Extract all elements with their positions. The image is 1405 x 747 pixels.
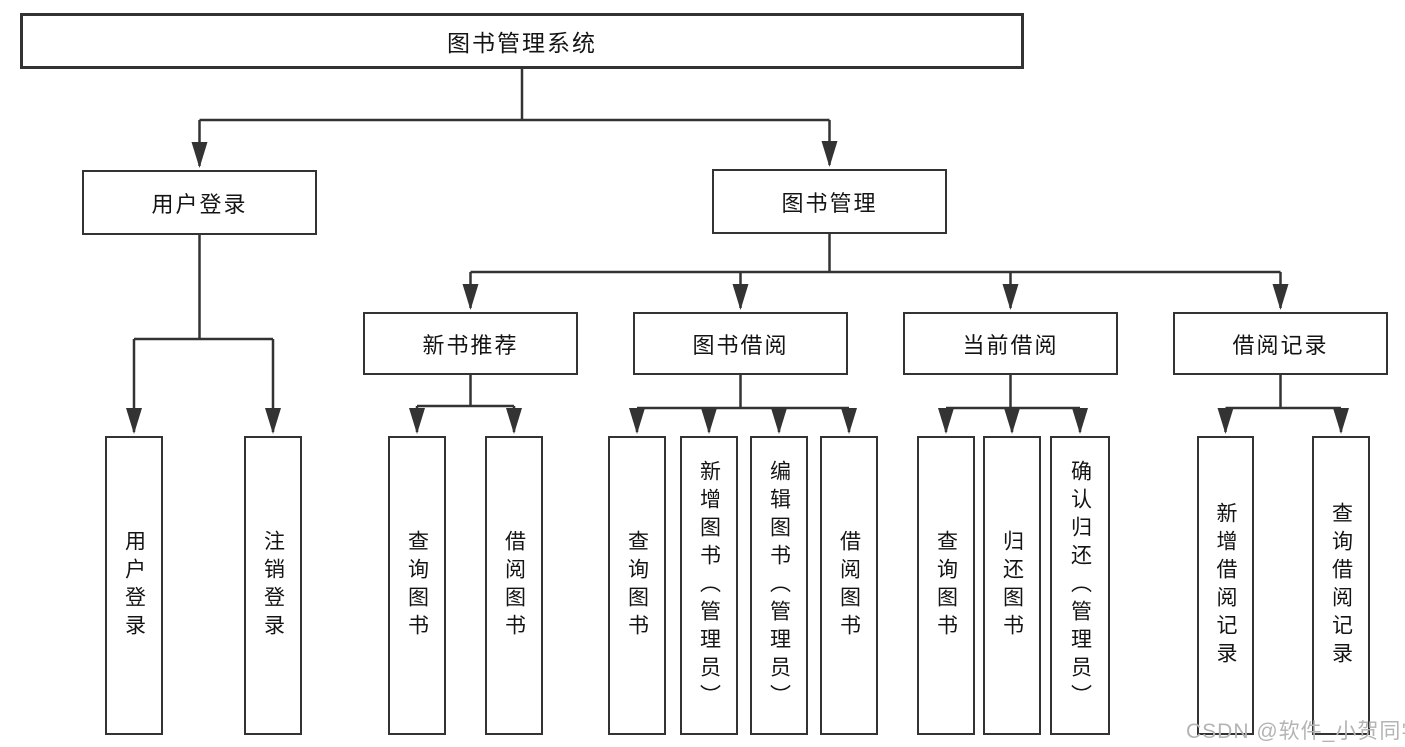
leaf-cb-confirm-return-admin: 确认归还（管理员） (1050, 436, 1110, 735)
node-book-management: 图书管理 (712, 169, 947, 234)
leaf-br-query-record-label: 查询借阅记录 (1329, 501, 1353, 670)
connector-borrow-records-to-leaves (1217, 375, 1349, 434)
leaf-bb-query-books: 查询图书 (608, 436, 666, 735)
leaf-cb-query-books-label: 查询图书 (934, 529, 958, 642)
node-new-book-recommend-label: 新书推荐 (422, 332, 519, 358)
node-root-label: 图书管理系统 (447, 30, 597, 56)
leaf-bb-query-books-label: 查询图书 (625, 529, 649, 642)
node-borrow-records-label: 借阅记录 (1232, 332, 1329, 358)
connector-current-borrow-to-leaves (938, 375, 1088, 434)
leaf-user-login-label: 用户登录 (122, 529, 146, 642)
leaf-cb-confirm-return-admin-label: 确认归还（管理员） (1068, 459, 1092, 712)
leaf-cb-return-books: 归还图书 (983, 436, 1041, 735)
leaf-logout-label: 注销登录 (261, 529, 285, 642)
leaf-cb-return-books-label: 归还图书 (1000, 529, 1024, 642)
leaf-bb-add-books-admin: 新增图书（管理员） (680, 436, 738, 735)
connector-book-management-to-level3 (462, 234, 1289, 310)
node-user-login-label: 用户登录 (151, 191, 248, 217)
leaf-bb-add-books-admin-label: 新增图书（管理员） (697, 459, 721, 712)
leaf-nb-borrow-books-label: 借阅图书 (502, 529, 526, 642)
leaf-br-add-record: 新增借阅记录 (1197, 436, 1254, 735)
node-borrow-records: 借阅记录 (1173, 312, 1388, 375)
connector-root-to-level2 (191, 69, 838, 168)
leaf-cb-query-books: 查询图书 (917, 436, 975, 735)
node-new-book-recommend: 新书推荐 (363, 312, 578, 375)
leaf-nb-borrow-books: 借阅图书 (485, 436, 543, 735)
node-current-borrow: 当前借阅 (903, 312, 1118, 375)
leaf-bb-borrow-books-label: 借阅图书 (837, 529, 861, 642)
leaf-bb-edit-books-admin-label: 编辑图书（管理员） (767, 459, 791, 712)
leaf-br-add-record-label: 新增借阅记录 (1214, 501, 1237, 670)
node-book-borrow-label: 图书借阅 (692, 332, 789, 358)
watermark-text: CSDN @软件_小贺同学 (1186, 720, 1405, 743)
leaf-user-login: 用户登录 (105, 436, 163, 735)
node-book-borrow: 图书借阅 (633, 312, 848, 375)
connector-book-borrow-to-leaves (629, 375, 857, 434)
node-user-login: 用户登录 (82, 170, 317, 235)
connector-new-book-recommend-to-leaves (409, 375, 522, 434)
leaf-nb-query-books: 查询图书 (388, 436, 446, 735)
node-root: 图书管理系统 (20, 13, 1024, 69)
node-book-management-label: 图书管理 (781, 190, 878, 216)
connector-user-login-to-leaves (126, 235, 281, 434)
leaf-bb-borrow-books: 借阅图书 (820, 436, 878, 735)
leaf-bb-edit-books-admin: 编辑图书（管理员） (750, 436, 808, 735)
node-current-borrow-label: 当前借阅 (962, 332, 1059, 358)
leaf-br-query-record: 查询借阅记录 (1312, 436, 1370, 735)
leaf-logout: 注销登录 (244, 436, 302, 735)
leaf-nb-query-books-label: 查询图书 (405, 529, 429, 642)
